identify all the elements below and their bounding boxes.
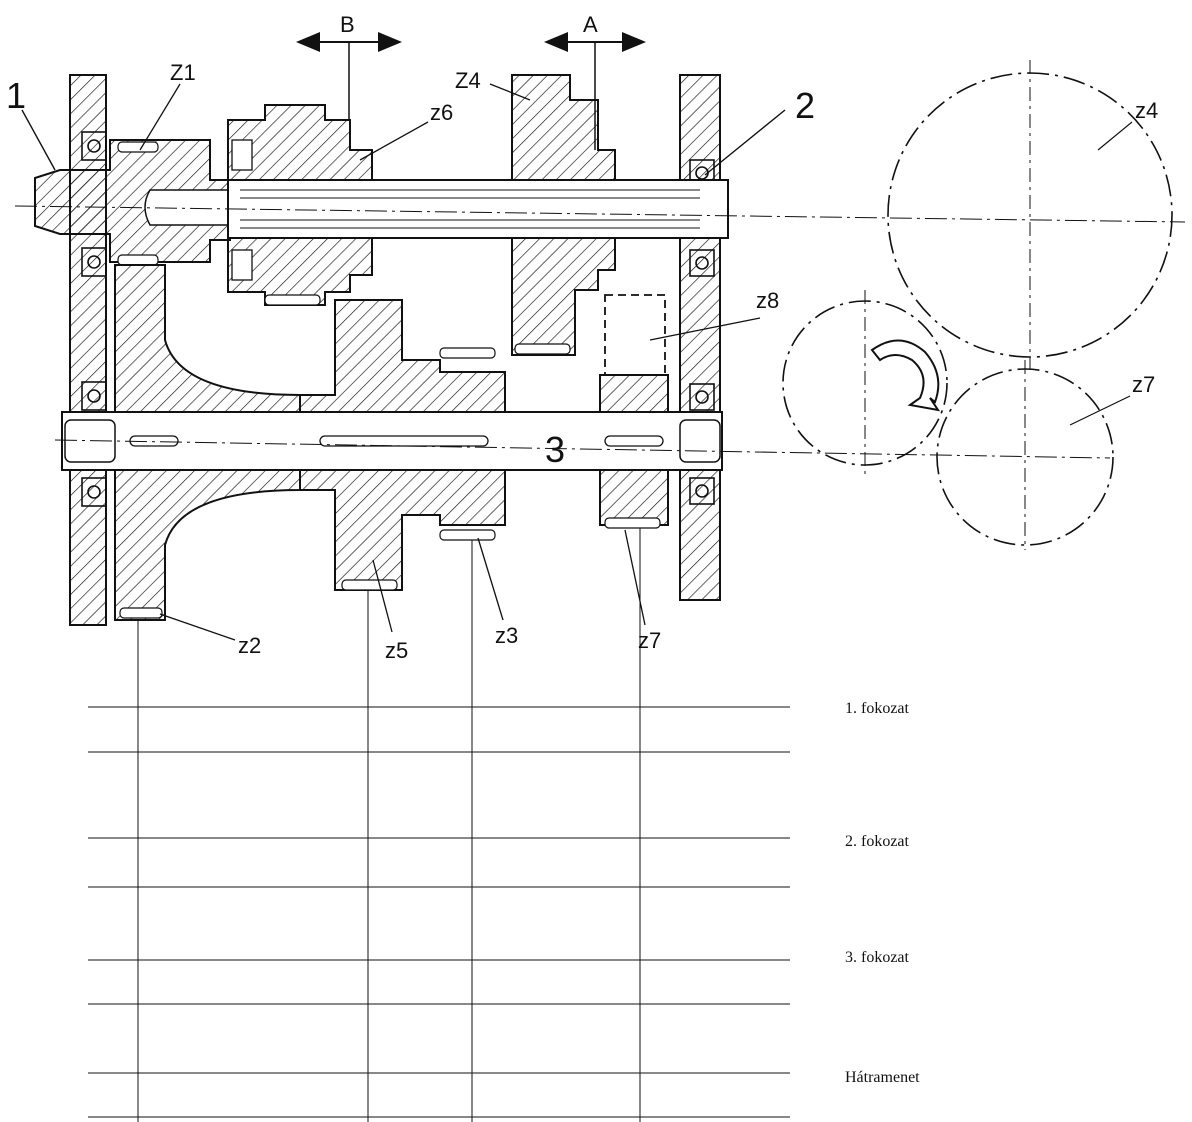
gear-label-z8: z8 bbox=[756, 288, 779, 313]
gear-z7-body bbox=[599, 374, 669, 529]
row-label-gear-1: 1. fokozat bbox=[845, 700, 910, 717]
shaft-label-3: 3 bbox=[545, 429, 565, 470]
row-label-gear-3: 3. fokozat bbox=[845, 949, 910, 966]
schematic-gear-z7-circle bbox=[936, 360, 1114, 550]
row-label-reverse: Hátramenet bbox=[845, 1069, 920, 1086]
shaft-label-1: 1 bbox=[6, 75, 26, 116]
schematic-label-z4: z4 bbox=[1135, 98, 1158, 123]
gear-label-z7: z7 bbox=[638, 628, 661, 653]
shift-label-b: B bbox=[340, 12, 355, 37]
schematic-label-z7: z7 bbox=[1132, 372, 1155, 397]
shift-label-a: A bbox=[583, 12, 598, 37]
gear-label-z1: Z1 bbox=[170, 60, 196, 85]
gear-label-z4-top: Z4 bbox=[455, 68, 481, 93]
housing-right-wall bbox=[679, 74, 721, 601]
gear-label-z6: z6 bbox=[430, 100, 453, 125]
shift-table-grid bbox=[88, 528, 790, 1122]
schematic-gear-z8-circle bbox=[782, 290, 948, 475]
idler-z8-dashed bbox=[604, 294, 666, 376]
input-shaft-1 bbox=[34, 139, 231, 266]
gear-label-z5: z5 bbox=[385, 638, 408, 663]
shift-arrow-b bbox=[296, 32, 402, 120]
shaft-label-2: 2 bbox=[795, 85, 815, 126]
upper-centerline bbox=[14, 205, 1186, 223]
gear-label-z3: z3 bbox=[495, 623, 518, 648]
rotation-arrow-icon bbox=[870, 339, 941, 412]
main-shaft-2 bbox=[227, 179, 729, 239]
shift-arrow-a bbox=[544, 32, 646, 150]
row-label-gear-2: 2. fokozat bbox=[845, 833, 910, 850]
gear-label-z2: z2 bbox=[238, 633, 261, 658]
layshaft-3 bbox=[61, 411, 723, 471]
schematic-gear-z4-circle bbox=[887, 60, 1173, 370]
lower-centerline bbox=[54, 439, 1111, 459]
gear-z4-body bbox=[511, 74, 616, 356]
housing-left-wall bbox=[69, 74, 107, 626]
gear-z6-body bbox=[227, 104, 373, 306]
